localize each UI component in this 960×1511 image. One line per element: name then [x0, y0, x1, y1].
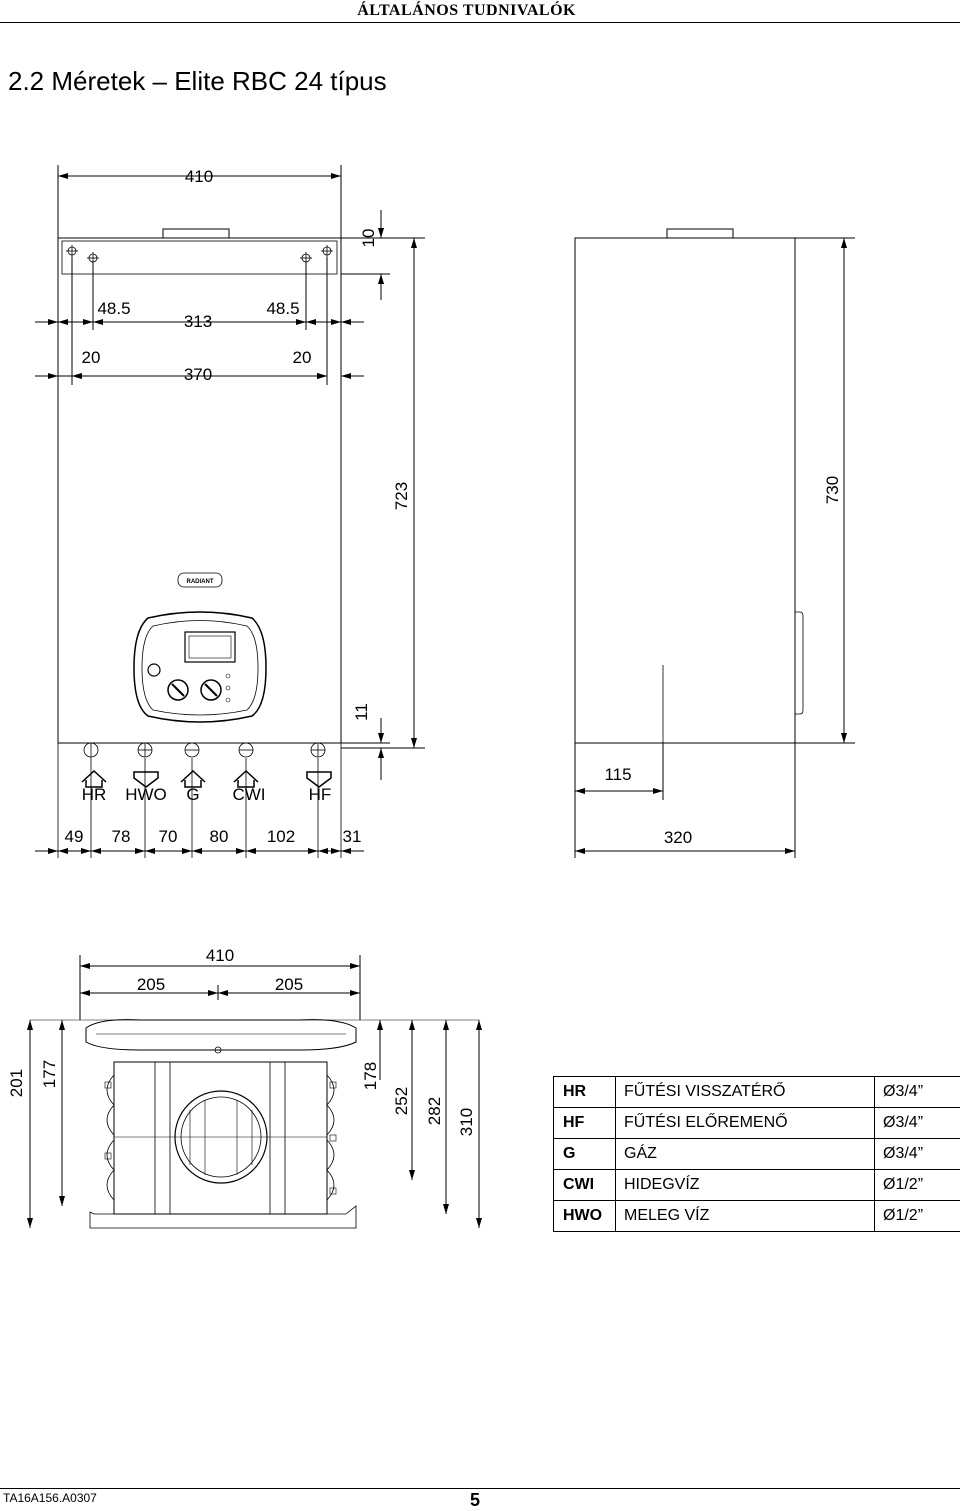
table-row: CWI HIDEGVÍZ Ø1/2”	[554, 1170, 960, 1201]
legend-code: HF	[554, 1108, 616, 1139]
connection-pipes	[84, 743, 325, 758]
dim-label-depth: 320	[664, 828, 692, 847]
spacing-label-3: 70	[159, 827, 178, 846]
bottom-view	[30, 955, 479, 1228]
brand-logo-text: RADIANT	[187, 579, 214, 585]
legend-description: FŰTÉSI VISSZATÉRŐ	[616, 1077, 875, 1108]
dim-label-top-offset: 10	[359, 229, 378, 248]
dim-label-bottom-offset: 11	[352, 703, 371, 721]
table-row: G GÁZ Ø3/4”	[554, 1139, 960, 1170]
dim-label-bracket-center: 313	[184, 312, 212, 331]
spacing-label-6: 31	[343, 827, 362, 846]
legend-code: HR	[554, 1077, 616, 1108]
dim-label-bracket-left: 48.5	[97, 299, 130, 318]
legend-size: Ø1/2”	[875, 1170, 960, 1201]
dim-label-bracket-right: 48.5	[266, 299, 299, 318]
legend-description: GÁZ	[616, 1139, 875, 1170]
legend-description: HIDEGVÍZ	[616, 1170, 875, 1201]
dim-label-bottom-left-half: 205	[137, 975, 165, 994]
footer-rule	[0, 1488, 960, 1489]
dim-label-height-inner: 723	[392, 482, 411, 510]
legend-code: HWO	[554, 1201, 616, 1232]
connection-label-hf: HF	[309, 785, 332, 804]
table-row: HR FŰTÉSI VISSZATÉRŐ Ø3/4”	[554, 1077, 960, 1108]
table-row: HF FŰTÉSI ELŐREMENŐ Ø3/4”	[554, 1108, 960, 1139]
connection-label-hwo: HWO	[125, 785, 167, 804]
dim-label-inner-center: 370	[184, 365, 212, 384]
spacing-label-4: 80	[210, 827, 229, 846]
connection-label-cwi: CWI	[232, 785, 265, 804]
legend-code: G	[554, 1139, 616, 1170]
dim-label-depth-252: 252	[392, 1087, 411, 1115]
legend-size: Ø1/2”	[875, 1201, 960, 1232]
legend-size: Ø3/4”	[875, 1108, 960, 1139]
dim-label-total-width: 410	[185, 167, 213, 186]
display-screen	[185, 632, 235, 662]
control-panel	[134, 612, 266, 722]
legend-code: CWI	[554, 1170, 616, 1201]
dim-label-depth-178: 178	[361, 1062, 380, 1090]
reset-button-icon	[148, 664, 160, 676]
connection-label-hr: HR	[82, 785, 107, 804]
dim-label-inner-right: 20	[293, 348, 312, 367]
dim-label-depth-310: 310	[457, 1108, 476, 1136]
legend-size: Ø3/4”	[875, 1077, 960, 1108]
legend-description: MELEG VÍZ	[616, 1201, 875, 1232]
boiler-side-body	[575, 238, 795, 743]
dim-label-depth-201: 201	[7, 1069, 26, 1097]
dim-label-bottom-total: 410	[206, 946, 234, 965]
dim-label-side-height: 730	[823, 476, 842, 504]
side-view	[575, 229, 855, 858]
document-code: TA16A156.A0307	[3, 1491, 97, 1505]
legend-description: FŰTÉSI ELŐREMENŐ	[616, 1108, 875, 1139]
connections-legend-table: HR FŰTÉSI VISSZATÉRŐ Ø3/4” HF FŰTÉSI ELŐ…	[553, 1076, 960, 1232]
spacing-label-5: 102	[267, 827, 295, 846]
dim-label-bottom-right-half: 205	[275, 975, 303, 994]
table-row: HWO MELEG VÍZ Ø1/2”	[554, 1201, 960, 1232]
spacing-label-1: 49	[65, 827, 84, 846]
bracket-holes	[66, 245, 333, 264]
spacing-label-2: 78	[112, 827, 131, 846]
dim-label-depth-282: 282	[425, 1097, 444, 1125]
connection-label-g: G	[186, 785, 199, 804]
dim-label-connection-depth: 115	[604, 765, 631, 784]
dim-label-depth-177: 177	[40, 1060, 59, 1088]
front-view	[35, 165, 425, 858]
dim-label-inner-left: 20	[82, 348, 101, 367]
legend-size: Ø3/4”	[875, 1139, 960, 1170]
flow-direction-icons	[82, 771, 331, 787]
